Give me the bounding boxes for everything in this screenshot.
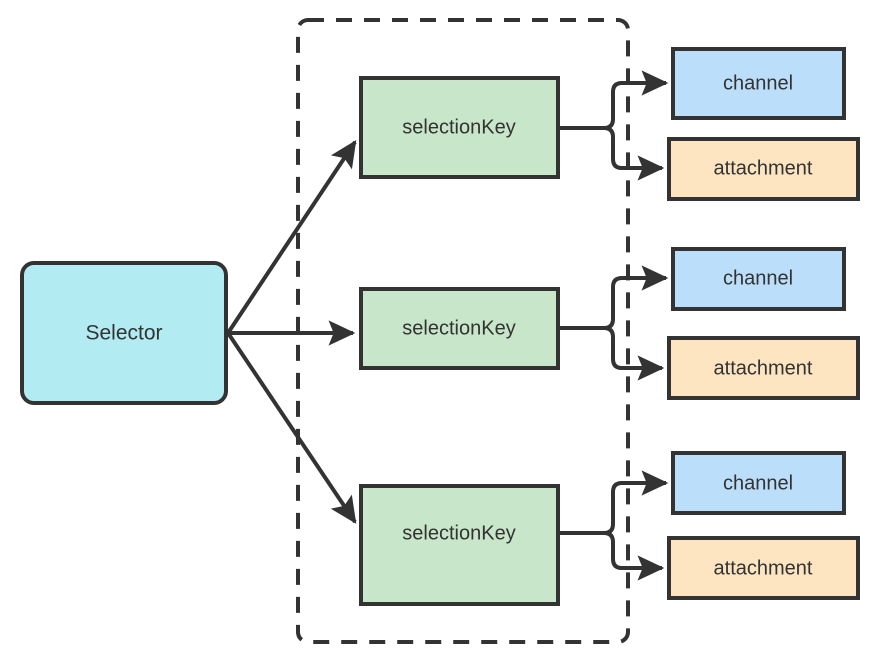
attachment-node-3[interactable]: attachment <box>667 536 860 600</box>
attachment-box-1[interactable] <box>667 137 860 201</box>
edge-selectionkey-3-branch-attachment <box>558 531 665 581</box>
channel-box-3[interactable] <box>671 451 846 515</box>
edge-selectionkey-2-branch-channel <box>558 265 669 330</box>
edge-selectionkey-2-branch-attachment <box>558 326 665 381</box>
edge-selector-to-selectionkey-1 <box>226 140 357 335</box>
channel-node-2[interactable]: channel <box>671 247 846 311</box>
edge-selectionkey-1-branch-attachment <box>558 126 665 181</box>
channel-node-1[interactable]: channel <box>671 47 846 120</box>
selectionkey-node-1[interactable]: selectionKey <box>359 76 560 179</box>
attachment-box-3[interactable] <box>667 536 860 600</box>
channel-node-3[interactable]: channel <box>671 451 846 515</box>
selectionkey-node-2[interactable]: selectionKey <box>359 287 560 370</box>
row-group-1: selectionKey channel attachment <box>359 47 860 201</box>
attachment-node-2[interactable]: attachment <box>667 336 860 400</box>
selector-box[interactable] <box>20 261 228 405</box>
edge-selectionkey-3-branch-channel <box>558 470 669 535</box>
channel-box-1[interactable] <box>671 47 846 120</box>
selectionkey-box-1[interactable] <box>359 76 560 179</box>
selectionkey-box-2[interactable] <box>359 287 560 370</box>
edge-selectionkey-1-branch-channel <box>558 70 669 130</box>
row-group-3: selectionKey channel attachment <box>359 451 860 606</box>
row-group-2: selectionKey channel attachment <box>359 247 860 400</box>
attachment-box-2[interactable] <box>667 336 860 400</box>
selector-node[interactable]: Selector <box>20 261 228 405</box>
attachment-node-1[interactable]: attachment <box>667 137 860 201</box>
selectionkey-box-3[interactable] <box>359 484 560 606</box>
edge-selector-to-selectionkey-3 <box>226 331 357 524</box>
channel-box-2[interactable] <box>671 247 846 311</box>
selectionkey-node-3[interactable]: selectionKey <box>359 484 560 606</box>
